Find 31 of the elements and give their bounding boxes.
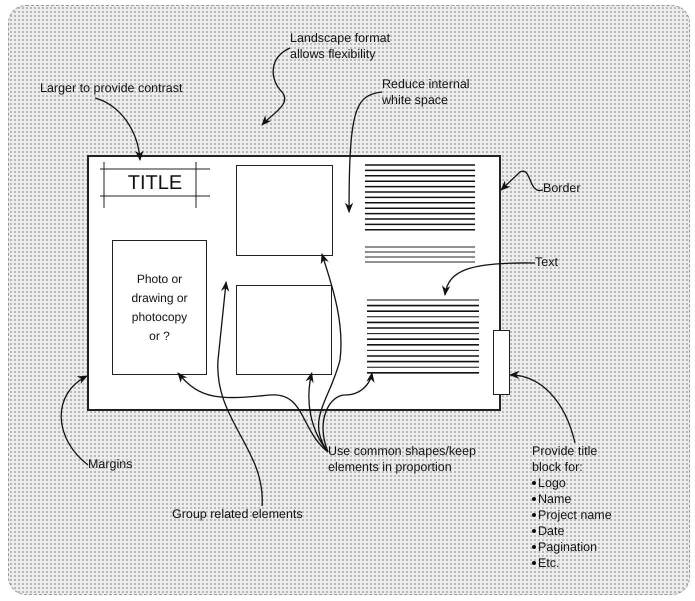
callout-text: Group related elements xyxy=(172,506,362,524)
callout-text: Text xyxy=(535,254,571,272)
title-box xyxy=(100,162,210,208)
callout-text: Landscape format allows flexibility xyxy=(290,30,420,64)
page-sheet xyxy=(87,155,501,411)
leader-arrow xyxy=(322,372,374,452)
list-item: Project name xyxy=(538,507,612,523)
callout-text: Reduce internal white space xyxy=(382,76,497,110)
callout-text: Use common shapes/keep elements in proportion xyxy=(328,443,478,495)
image-frame xyxy=(236,285,332,375)
leader-arrow xyxy=(217,280,263,506)
photo-text: Photo or drawing or photocopy or ? xyxy=(130,270,189,344)
list-item: Logo xyxy=(538,475,566,491)
title-block-box xyxy=(493,330,510,395)
list-item: Etc. xyxy=(538,555,560,571)
leader-arrow xyxy=(306,372,329,452)
text-lines-block xyxy=(367,297,479,375)
leader-arrow xyxy=(318,253,342,452)
leader-arrow xyxy=(508,371,576,444)
photo-frame xyxy=(112,240,207,375)
callout-text: Larger to provide contrast xyxy=(40,80,230,98)
list-item: Name xyxy=(538,491,572,507)
image-frame xyxy=(236,165,333,256)
callout-text: Border xyxy=(543,180,593,198)
leader-arrow xyxy=(442,262,535,296)
list-item: Pagination xyxy=(538,539,598,555)
title-text: TITLE xyxy=(128,171,182,196)
callout-text: Margins xyxy=(88,456,150,474)
leader-arrow xyxy=(177,372,328,452)
callout-text: Provide title block for: xyxy=(532,443,598,475)
list-item: Date xyxy=(538,523,564,539)
